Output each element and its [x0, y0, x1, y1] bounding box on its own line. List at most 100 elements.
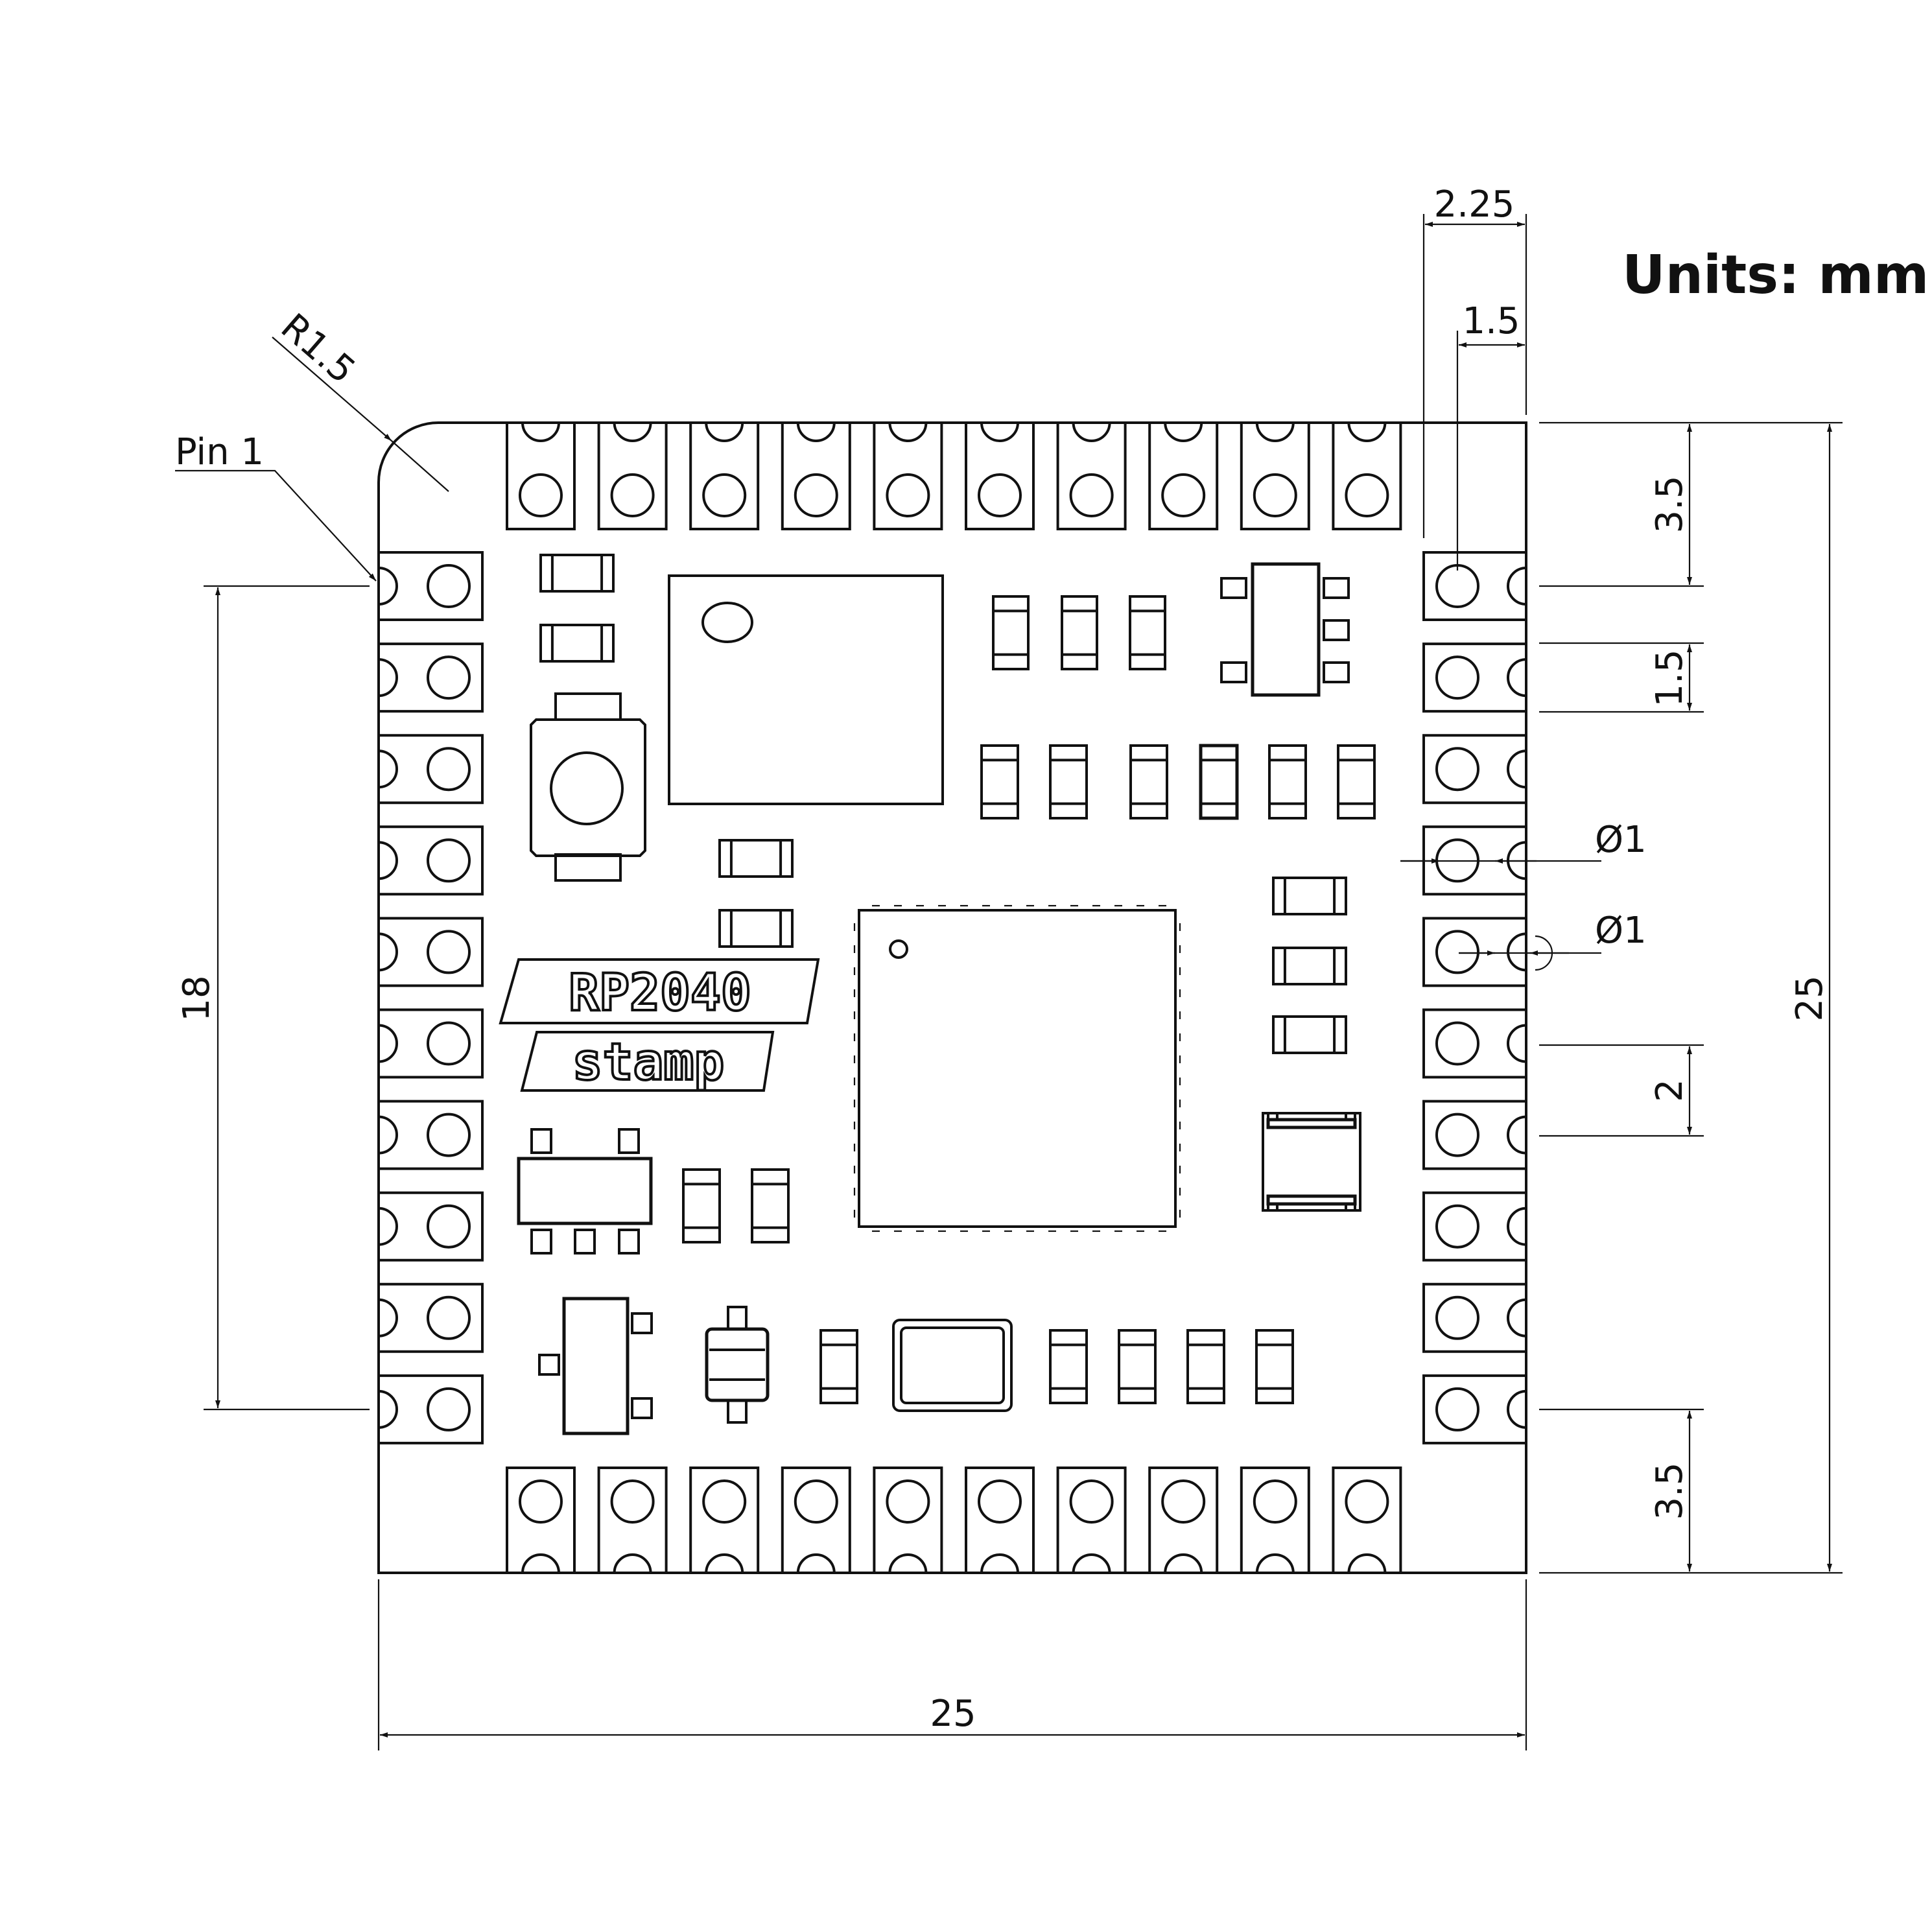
hole-diameter-label-2: Ø1 [1595, 910, 1647, 952]
left-pad-hole [427, 1113, 471, 1157]
left-pad-hole [427, 838, 471, 883]
vertical-passive [1199, 744, 1239, 820]
left-pad-hole [427, 1021, 471, 1066]
radius-label: R1.5 [273, 306, 363, 392]
height-dimension-label: 25 [1789, 975, 1831, 1021]
right-pad-hole [1435, 564, 1479, 608]
horizontal-passive [539, 624, 615, 663]
right-pad-hole [1435, 1387, 1479, 1431]
vertical-passive [1129, 744, 1168, 819]
top-pad [965, 422, 1035, 530]
left-pad-hole [427, 930, 471, 974]
regulator-top-right [1220, 562, 1350, 697]
horizontal-passive [718, 839, 794, 878]
right-pad-hole [1435, 1204, 1479, 1249]
bottom-pad [1056, 1467, 1127, 1573]
bottom-pad-hole [702, 1479, 747, 1524]
bottom-pad [689, 1467, 760, 1573]
boot-button [530, 692, 646, 882]
vertical-passive [751, 1168, 790, 1243]
top-pad [689, 422, 760, 530]
width-dimension-label: 25 [930, 1693, 976, 1735]
left-span-dimension-label: 18 [176, 975, 218, 1021]
top-pad [873, 422, 943, 530]
left-pad-hole [427, 564, 471, 608]
left-pad [378, 917, 484, 987]
bottom-pad-hole [610, 1479, 655, 1524]
horizontal-passive [539, 554, 615, 593]
left-pad [378, 825, 484, 896]
pin1-label: Pin 1 [175, 431, 264, 473]
diode [705, 1306, 770, 1424]
radius-leader-line [272, 336, 392, 442]
left-pad-hole [427, 1387, 471, 1431]
left-pad [378, 551, 484, 621]
right-pad [1422, 1374, 1527, 1444]
vertical-passive [1255, 1329, 1294, 1404]
vertical-passive [1268, 744, 1307, 819]
right-pad [1422, 551, 1527, 621]
left-pad [378, 642, 484, 713]
left-pad-hole [427, 1204, 471, 1249]
units-label: Units: mm [1622, 244, 1929, 306]
bottom-pad [965, 1467, 1035, 1573]
vertical-passive [1061, 595, 1098, 670]
top-pad-hole [886, 473, 930, 517]
right-pad [1422, 1008, 1527, 1079]
flash-pin1-mark-icon [701, 602, 753, 643]
left-pads [378, 551, 484, 1444]
pin1-leader-line [175, 469, 377, 582]
bottom-pad [781, 1467, 851, 1573]
left-pad-hole [427, 655, 471, 700]
bottom-pad [506, 1467, 576, 1573]
top-pad [1056, 422, 1127, 530]
bottom-pad [1332, 1467, 1402, 1573]
top-pad [1240, 422, 1310, 530]
horizontal-passive [1272, 1015, 1347, 1054]
bottom-pad [1148, 1467, 1219, 1573]
left-pad [378, 1282, 484, 1353]
hole-diameter-label-1: Ø1 [1595, 819, 1647, 861]
top-pad [1148, 422, 1219, 530]
right-pad [1422, 917, 1527, 987]
top-offset-dimension-label: 2.25 [1434, 183, 1515, 226]
vertical-passive [1337, 744, 1376, 819]
right-pad [1422, 642, 1527, 713]
right-pad [1422, 1100, 1527, 1170]
hole-offset-dimension-label: 1.5 [1462, 300, 1520, 342]
bottom-pad-hole [519, 1479, 563, 1524]
bottom-pad-hole [1069, 1479, 1114, 1524]
inductor [1262, 1112, 1361, 1212]
top-pad-hole [794, 473, 838, 517]
vertical-passive [819, 1329, 858, 1404]
vertical-passive [1186, 1329, 1225, 1404]
top-pads [506, 422, 1402, 530]
right-pad-hole [1435, 655, 1479, 700]
right-pads [1422, 551, 1527, 1444]
left-pad [378, 734, 484, 805]
bottom-pad-hole [1253, 1479, 1297, 1524]
bottom-pad-hole [1345, 1479, 1389, 1524]
vertical-passive [980, 744, 1019, 819]
bottom-pad [873, 1467, 943, 1573]
right-pad-hole [1435, 747, 1479, 792]
bottom-pad [597, 1467, 668, 1573]
right-pad [1422, 1282, 1527, 1353]
left-pad [378, 1008, 484, 1079]
vertical-passive [992, 595, 1030, 670]
top-pad [597, 422, 668, 530]
transistor-bottom-left [538, 1297, 653, 1435]
right-pad [1422, 1191, 1527, 1262]
left-pad-hole [427, 747, 471, 792]
bottom-margin-dimension-label: 3.5 [1649, 1462, 1691, 1520]
top-pad-hole [978, 473, 1022, 517]
button-cap-icon [550, 751, 624, 825]
top-pad-hole [610, 473, 655, 517]
regulator-lower-left [517, 1128, 653, 1255]
bottom-pad-hole [1161, 1479, 1206, 1524]
left-pad [378, 1100, 484, 1170]
crystal [892, 1319, 1013, 1412]
vertical-passive [1118, 1329, 1157, 1404]
horizontal-passive [1272, 877, 1347, 915]
